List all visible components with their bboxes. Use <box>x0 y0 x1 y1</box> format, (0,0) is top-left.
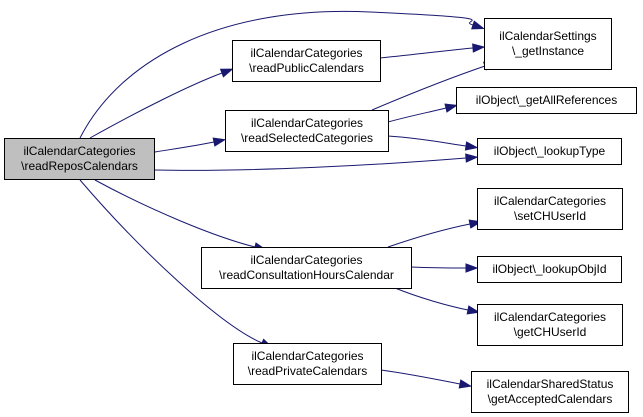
edge-arrowhead <box>466 305 481 315</box>
node-box <box>477 138 622 165</box>
node-label-line: \getCHUserId <box>514 325 587 339</box>
edge-arrowhead <box>464 141 479 151</box>
node-label-line: \setCHUserId <box>514 209 586 223</box>
edge-line <box>394 287 469 311</box>
node-readReposCalendars[interactable]: ilCalendarCategories\readReposCalendars <box>4 138 155 180</box>
edges-layer <box>79 10 497 389</box>
node-box <box>4 138 155 180</box>
node-box <box>484 18 612 70</box>
edge-readPrivateCalendars-to-getAcceptedCalendars <box>380 369 473 389</box>
edge-line <box>379 47 474 59</box>
edge-arrowhead <box>472 43 486 53</box>
edge-readReposCalendars-to-object_lookupType <box>154 153 479 171</box>
edge-line <box>79 10 474 139</box>
edge-arrowhead <box>444 103 459 113</box>
edge-readReposCalendars-to-settings_getInstance <box>79 10 485 139</box>
node-label-line: ilCalendarCategories <box>494 310 606 324</box>
node-setCHUserId[interactable]: ilCalendarCategories\setCHUserId <box>477 188 623 230</box>
edge-line <box>79 179 263 344</box>
node-label-line: ilCalendarCategories <box>251 349 363 363</box>
node-label-line: ilCalendarCategories <box>23 144 135 158</box>
node-getAcceptedCalendars[interactable]: ilCalendarSharedStatus\getAcceptedCalend… <box>471 371 629 413</box>
edge-arrowhead <box>465 153 479 163</box>
edge-arrowhead <box>465 263 479 273</box>
node-label-line: ilCalendarSharedStatus <box>487 377 614 391</box>
node-box <box>456 87 637 114</box>
node-box <box>477 304 623 346</box>
edge-readReposCalendars-to-readConsultationHoursCalendar <box>94 179 268 252</box>
edge-line <box>387 107 447 123</box>
node-box <box>201 247 412 289</box>
node-label-line: ilObject\_lookupObjId <box>492 262 606 276</box>
edge-readConsultationHoursCalendar-to-setCHUserId <box>387 219 483 248</box>
node-box <box>477 188 623 230</box>
edge-line <box>154 141 215 153</box>
edge-line <box>410 266 467 269</box>
edge-line <box>89 72 223 139</box>
node-label-line: \readSelectedCategories <box>241 131 373 145</box>
node-object_lookupObjId[interactable]: ilObject\_lookupObjId <box>477 256 622 283</box>
edge-line <box>94 179 256 248</box>
edge-line <box>371 65 486 111</box>
node-label-line: \readConsultationHoursCalendar <box>219 268 394 282</box>
edge-line <box>380 369 461 385</box>
node-readSelectedCategories[interactable]: ilCalendarCategories\readSelectedCategor… <box>225 110 389 152</box>
node-label-line: ilCalendarSettings <box>499 29 596 43</box>
edge-readSelectedCategories-to-object_lookupType <box>387 135 479 151</box>
edge-line <box>154 157 467 171</box>
node-box <box>232 40 381 82</box>
node-box <box>471 371 629 413</box>
node-label-line: ilCalendarCategories <box>250 253 362 267</box>
node-label-line: \_getInstance <box>512 44 584 58</box>
node-label-line: \readPublicCalendars <box>249 61 364 75</box>
edge-readReposCalendars-to-readSelectedCategories <box>154 137 227 153</box>
node-label-line: \readReposCalendars <box>21 159 138 173</box>
edge-arrowhead <box>219 68 234 78</box>
node-label-line: ilCalendarCategories <box>251 116 363 130</box>
edge-arrowhead <box>471 20 485 30</box>
node-label-line: ilCalendarCategories <box>250 46 362 60</box>
edge-readReposCalendars-to-readPublicCalendars <box>89 68 234 139</box>
edge-arrowhead <box>458 379 473 389</box>
node-readConsultationHoursCalendar[interactable]: ilCalendarCategories\readConsultationHou… <box>201 247 412 289</box>
edge-readPublicCalendars-to-settings_getInstance <box>379 43 486 59</box>
edge-arrowhead <box>212 137 227 147</box>
node-readPublicCalendars[interactable]: ilCalendarCategories\readPublicCalendars <box>232 40 381 82</box>
node-box <box>233 343 382 385</box>
nodes-layer: ilCalendarCategories\readReposCalendarsi… <box>4 18 637 413</box>
node-label-line: ilObject\_lookupType <box>494 144 606 158</box>
edge-line <box>387 135 467 147</box>
node-box <box>477 256 622 283</box>
node-box <box>225 110 389 152</box>
edge-readConsultationHoursCalendar-to-object_lookupObjId <box>410 263 479 273</box>
edge-line <box>387 223 471 248</box>
node-settings_getInstance[interactable]: ilCalendarSettings\_getInstance <box>484 18 612 70</box>
edge-readSelectedCategories-to-object_getAllReferences <box>387 103 459 123</box>
node-object_lookupType[interactable]: ilObject\_lookupType <box>477 138 622 165</box>
node-label-line: ilCalendarCategories <box>494 194 606 208</box>
node-label-line: ilObject\_getAllReferences <box>476 93 617 107</box>
node-getCHUserId[interactable]: ilCalendarCategories\getCHUserId <box>477 304 623 346</box>
edge-readConsultationHoursCalendar-to-getCHUserId <box>394 287 481 315</box>
node-label-line: \getAcceptedCalendars <box>488 392 613 406</box>
node-readPrivateCalendars[interactable]: ilCalendarCategories\readPrivateCalendar… <box>233 343 382 385</box>
node-label-line: \readPrivateCalendars <box>248 364 367 378</box>
node-object_getAllReferences[interactable]: ilObject\_getAllReferences <box>456 87 637 114</box>
